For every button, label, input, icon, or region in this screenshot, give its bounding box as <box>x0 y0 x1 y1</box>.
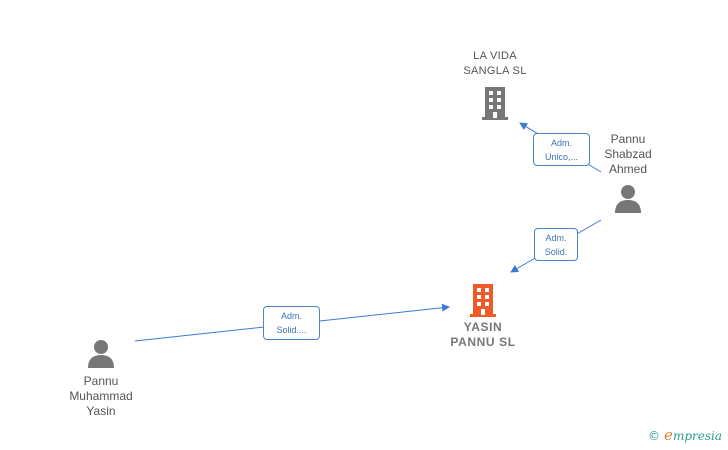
node-label: Pannu Shabzad Ahmed <box>604 132 652 176</box>
node-label: LA VIDA SANGLA SL <box>463 50 527 77</box>
node-label: Pannu Muhammad Yasin <box>69 374 133 418</box>
node-pannu-muhammad-yasin[interactable]: Pannu Muhammad Yasin <box>60 338 142 419</box>
node-label: YASIN PANNU SL <box>450 320 516 349</box>
relation-box-shabzad-yasin[interactable]: Adm. Solid. <box>534 228 578 261</box>
node-pannu-shabzad-ahmed[interactable]: Pannu Shabzad Ahmed <box>590 132 666 213</box>
relation-box-muhammad-yasin[interactable]: Adm. Solid.... <box>263 306 320 340</box>
relation-box-shabzad-lavida[interactable]: Adm. Unico,... <box>533 133 590 166</box>
person-icon <box>88 340 114 368</box>
node-yasin-pannu[interactable]: YASIN PANNU SL <box>440 282 526 350</box>
building-icon <box>470 284 496 317</box>
building-icon <box>482 87 508 120</box>
empresia-logo[interactable]: ©empresia <box>648 426 722 444</box>
copyright-symbol: © <box>648 429 661 443</box>
brand-name: mpresia <box>672 429 722 443</box>
brand-initial: e <box>664 426 673 444</box>
person-icon <box>615 185 641 213</box>
node-la-vida-sangla[interactable]: LA VIDA SANGLA SL <box>452 49 538 121</box>
